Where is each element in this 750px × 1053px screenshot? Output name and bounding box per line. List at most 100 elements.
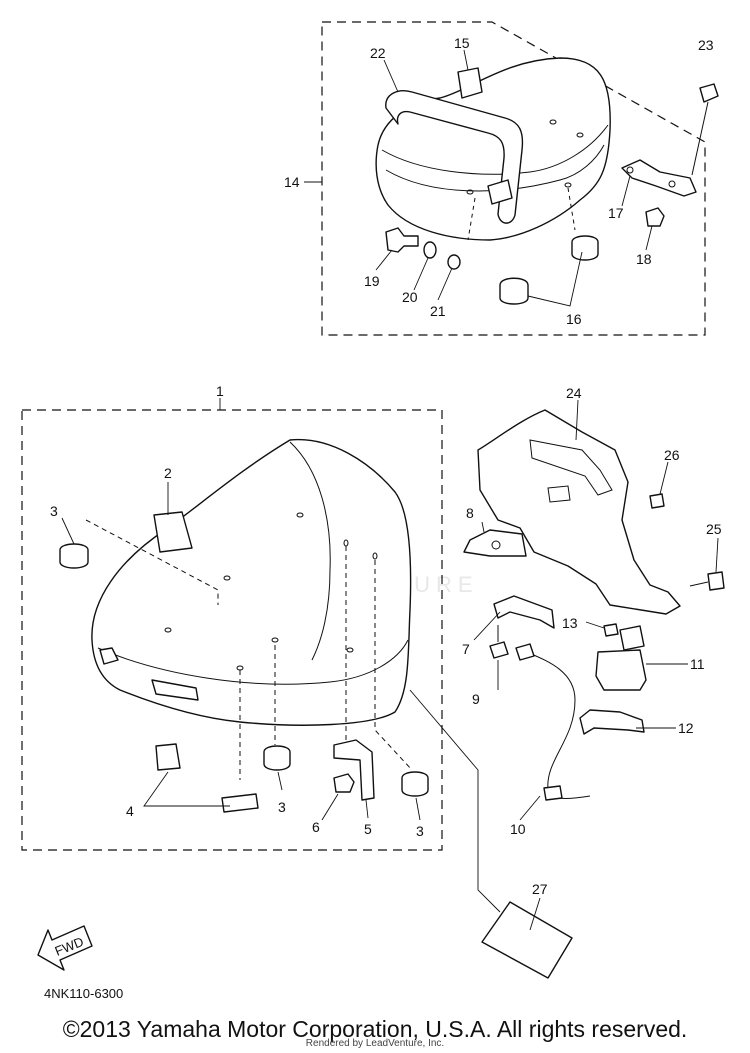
callout-5: 5 xyxy=(364,821,372,837)
screw-25-shank xyxy=(689,581,709,587)
seat-boundary xyxy=(21,409,443,851)
grab-bar-mount xyxy=(487,179,513,205)
backrest-bracket xyxy=(621,159,697,197)
leader-4 xyxy=(143,771,230,807)
backrest-hole xyxy=(466,189,474,195)
backrest-seat-edge xyxy=(381,124,609,175)
callout-25: 25 xyxy=(706,521,722,537)
seat-front-tab xyxy=(151,679,199,701)
bracket-5 xyxy=(333,739,375,801)
bracket-hole xyxy=(668,180,676,188)
bracket-7 xyxy=(493,595,555,629)
callout-12: 12 xyxy=(678,720,694,736)
bolt-23 xyxy=(699,83,719,103)
leader-24 xyxy=(575,399,579,441)
seat-hole xyxy=(164,627,172,633)
leader-6 xyxy=(321,793,339,821)
callout-3: 3 xyxy=(278,799,286,815)
clip-4 xyxy=(221,793,259,813)
seat-assembly-group xyxy=(21,409,501,913)
callout-2: 2 xyxy=(164,465,172,481)
callout-27: 27 xyxy=(532,881,548,897)
leader-3c xyxy=(415,797,421,821)
leader-8 xyxy=(481,521,485,533)
nut-6 xyxy=(333,773,355,793)
callout-18: 18 xyxy=(636,251,652,267)
leader-21 xyxy=(437,267,453,301)
bracket-8-hole xyxy=(491,540,501,550)
main-seat xyxy=(91,438,412,726)
leader-15 xyxy=(463,49,469,71)
leader-25 xyxy=(715,537,719,573)
callout-14: 14 xyxy=(284,174,300,190)
damper-3 xyxy=(263,745,291,771)
leader-26 xyxy=(659,461,669,495)
clip-4 xyxy=(155,743,181,771)
callout-19: 19 xyxy=(364,273,380,289)
callout-8: 8 xyxy=(466,505,474,521)
screw-13 xyxy=(603,623,619,637)
seat-hole xyxy=(223,575,231,581)
seat-cover-slot xyxy=(529,439,613,496)
backrest-hole xyxy=(549,119,557,125)
callout-17: 17 xyxy=(608,205,624,221)
callout-22: 22 xyxy=(370,45,386,61)
plate-12 xyxy=(579,709,645,735)
bracket-8 xyxy=(463,529,527,557)
callout-6: 6 xyxy=(312,819,320,835)
alignment-line xyxy=(85,519,219,605)
backrest-assembly-group xyxy=(321,21,719,336)
screw-25 xyxy=(707,571,725,591)
bracket-hole xyxy=(626,166,634,174)
seat-lock-11 xyxy=(595,649,647,691)
cable-10-end xyxy=(515,643,535,661)
damper-3 xyxy=(401,771,429,797)
seat-cover-window xyxy=(547,485,571,503)
leader-18 xyxy=(645,225,653,251)
damper-16 xyxy=(499,277,529,305)
backrest-dash-line xyxy=(567,187,576,231)
backrest-seat-edge-lower xyxy=(385,144,605,192)
backrest-seat xyxy=(375,57,611,241)
bolt-23-shank xyxy=(691,101,709,176)
callout-3: 3 xyxy=(50,503,58,519)
callout-20: 20 xyxy=(402,289,418,305)
leader-27-tag xyxy=(529,897,541,931)
leader-3b xyxy=(277,771,283,791)
callout-26: 26 xyxy=(664,447,680,463)
leader-22 xyxy=(383,59,399,93)
backrest-hole xyxy=(564,182,572,188)
drawing-number: 4NK110-6300 xyxy=(44,986,123,1001)
callout-3: 3 xyxy=(416,823,424,839)
leader-5 xyxy=(365,799,369,819)
grab-bar xyxy=(385,90,524,224)
callout-21: 21 xyxy=(430,303,446,319)
backrest-emblem xyxy=(457,67,483,99)
callout-numbers: 1 2 3 3 3 4 5 6 7 8 9 10 11 12 13 14 15 … xyxy=(50,35,722,897)
callout-24: 24 xyxy=(566,385,582,401)
leader-10 xyxy=(519,795,541,821)
alignment-line xyxy=(374,560,413,771)
leader-20 xyxy=(413,257,429,291)
lock-parts-group: FWD xyxy=(37,409,725,979)
callout-10: 10 xyxy=(510,821,526,837)
copyright-text: ©2013 Yamaha Motor Corporation, U.S.A. A… xyxy=(62,1016,688,1042)
seat-hole xyxy=(271,637,279,643)
callout-9: 9 xyxy=(472,691,480,707)
callout-4: 4 xyxy=(126,803,134,819)
damper-16 xyxy=(571,235,599,261)
fwd-arrow-icon xyxy=(37,925,93,971)
callout-15: 15 xyxy=(454,35,470,51)
callout-1: 1 xyxy=(216,383,224,399)
cable-10 xyxy=(521,649,591,799)
seat-emblem xyxy=(153,511,193,553)
backrest-dash-line xyxy=(467,197,476,241)
backrest-boundary xyxy=(321,21,706,336)
seat-edge xyxy=(97,639,409,685)
seat-hole xyxy=(296,512,304,518)
seat-cover-24 xyxy=(477,409,681,615)
leader-13 xyxy=(585,621,605,629)
seat-hole xyxy=(346,647,354,653)
bolt-19 xyxy=(385,227,419,253)
